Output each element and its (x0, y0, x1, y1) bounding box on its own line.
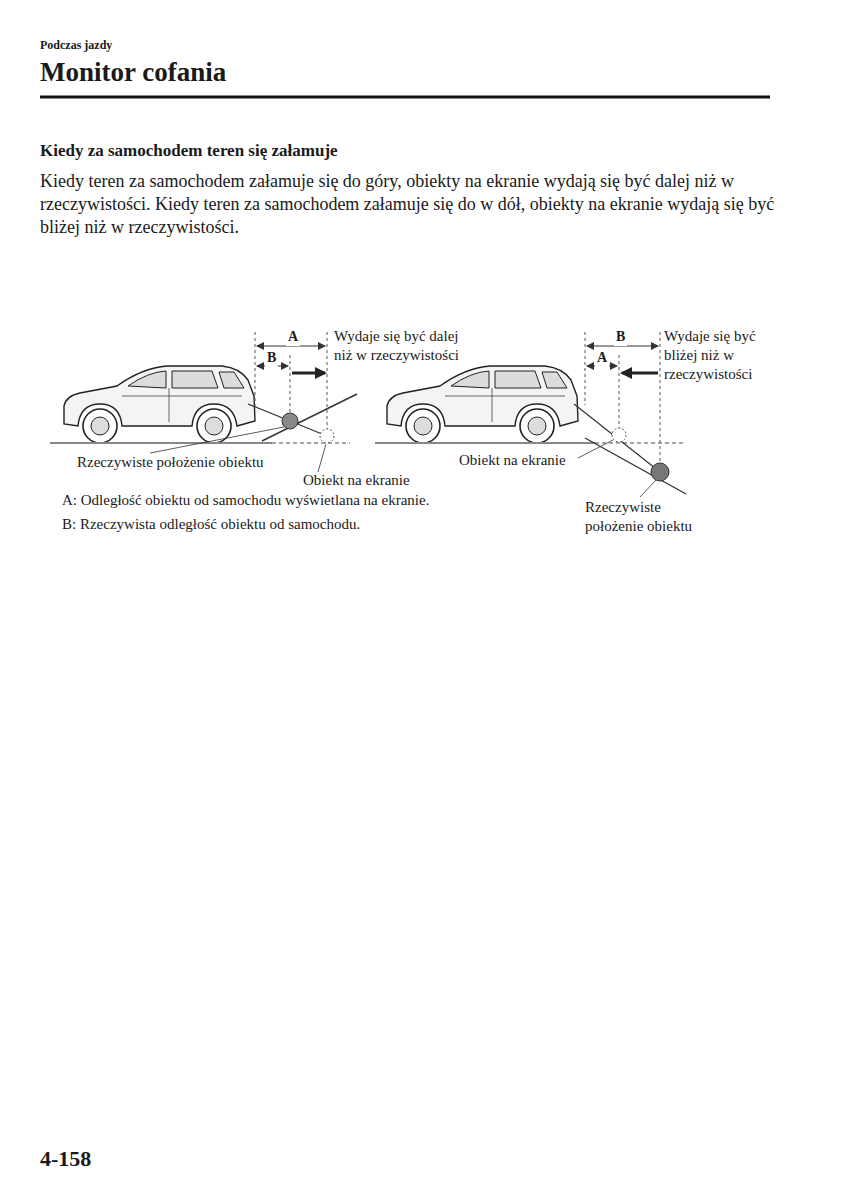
callout: Wydaje się być dalej niż w rzeczywistośc… (334, 327, 459, 365)
dimension-letter: A (595, 349, 609, 367)
callout: Rzeczywiste położenie obiektu (585, 498, 720, 536)
note: A: Odległość obiektu od samochodu wyświe… (62, 491, 429, 510)
dimension-letter: B (265, 349, 278, 367)
dimension-letter: B (614, 328, 627, 346)
callout: Rzeczywiste położenie obiektu (77, 453, 264, 472)
subheading: Kiedy za samochodem teren się załamuje (40, 140, 338, 161)
header-rule (40, 96, 770, 99)
callout: Obiekt na ekranie (303, 471, 410, 490)
callout: Wydaje się być bliżej niż w rzeczywistoś… (664, 327, 764, 384)
section-header: Podczas jazdy (40, 38, 112, 53)
page-title: Monitor cofania (40, 56, 226, 90)
left-diagram (50, 332, 357, 472)
page-number: 4-158 (40, 1145, 91, 1173)
body-text: Kiedy teren za samochodem załamuje się d… (40, 170, 790, 239)
dimension-letter: A (286, 328, 300, 346)
callout: Obiekt na ekranie (459, 451, 566, 470)
note: B: Rzeczywista odległość obiektu od samo… (62, 515, 360, 534)
